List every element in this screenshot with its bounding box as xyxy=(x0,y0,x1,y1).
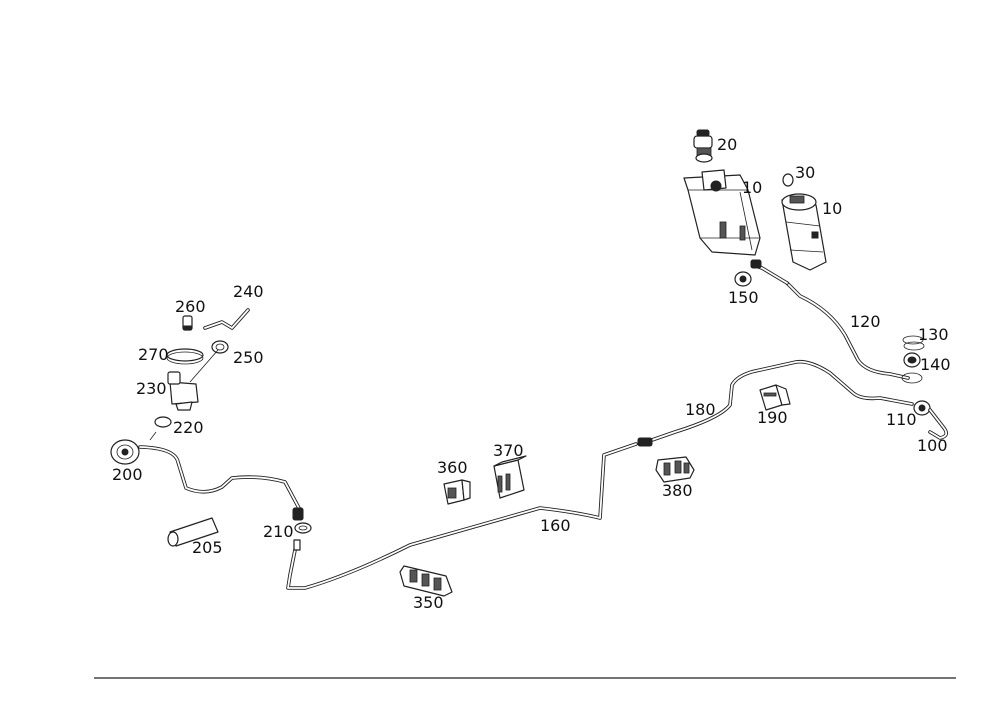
callout-label-190: 190 xyxy=(757,408,788,427)
callout-label-140: 140 xyxy=(920,355,951,374)
callout-label-20: 20 xyxy=(717,135,737,154)
part-250-clamp xyxy=(211,340,229,354)
callout-label-370: 370 xyxy=(493,441,524,460)
callout-label-10: 10 xyxy=(822,199,842,218)
part-210-clamp xyxy=(294,522,312,534)
part-140-clip xyxy=(901,352,923,384)
part-10-cylinder-canister xyxy=(781,193,827,271)
part-380-holder xyxy=(655,456,695,483)
callout-label-150: 150 xyxy=(728,288,759,307)
callout-label-110: 110 xyxy=(886,410,917,429)
part-205-hose-section xyxy=(167,517,219,547)
part-10-charcoal-canister xyxy=(683,169,761,256)
callout-label-350: 350 xyxy=(413,593,444,612)
callout-label-160: 160 xyxy=(540,516,571,535)
callout-label-120: 120 xyxy=(850,312,881,331)
callout-label-250: 250 xyxy=(233,348,264,367)
callout-label-200: 200 xyxy=(112,465,143,484)
callout-label-10: 10 xyxy=(742,178,762,197)
part-220-clamp xyxy=(149,416,172,441)
callout-label-240: 240 xyxy=(233,282,264,301)
part-240-hose xyxy=(203,308,250,330)
line-connector-fitting xyxy=(292,259,762,551)
callout-label-30: 30 xyxy=(795,163,815,182)
callout-label-260: 260 xyxy=(175,297,206,316)
fuel-line-160 xyxy=(286,442,638,590)
fuel-line-180 xyxy=(650,359,914,442)
part-30-cap xyxy=(782,173,794,187)
part-200-filter xyxy=(110,439,140,465)
part-110-fitting xyxy=(913,400,931,416)
part-260-plug xyxy=(182,315,193,331)
part-20-valve xyxy=(693,129,713,163)
part-150-clamp xyxy=(734,271,752,287)
fuel-line-200 xyxy=(138,445,302,512)
callout-label-230: 230 xyxy=(136,379,167,398)
part-230-pump xyxy=(167,349,219,411)
callout-label-360: 360 xyxy=(437,458,468,477)
part-370-relay xyxy=(493,455,527,499)
callout-label-180: 180 xyxy=(685,400,716,419)
callout-label-270: 270 xyxy=(138,345,169,364)
part-190-bracket xyxy=(759,384,791,411)
callout-label-130: 130 xyxy=(918,325,949,344)
callout-label-220: 220 xyxy=(173,418,204,437)
callout-label-205: 205 xyxy=(192,538,223,557)
part-360-connector xyxy=(443,479,471,505)
callout-labels: 20 10 30 10 150 120 130 140 110 100 180 … xyxy=(112,135,951,612)
callout-label-210: 210 xyxy=(263,522,294,541)
part-350-holder xyxy=(399,565,453,597)
callout-label-380: 380 xyxy=(662,481,693,500)
part-270-bracket xyxy=(166,348,204,365)
part-100-hose-loop xyxy=(928,408,949,440)
part-130-clip xyxy=(902,335,925,351)
fuel-line-120 xyxy=(751,263,910,380)
callout-label-100: 100 xyxy=(917,436,948,455)
